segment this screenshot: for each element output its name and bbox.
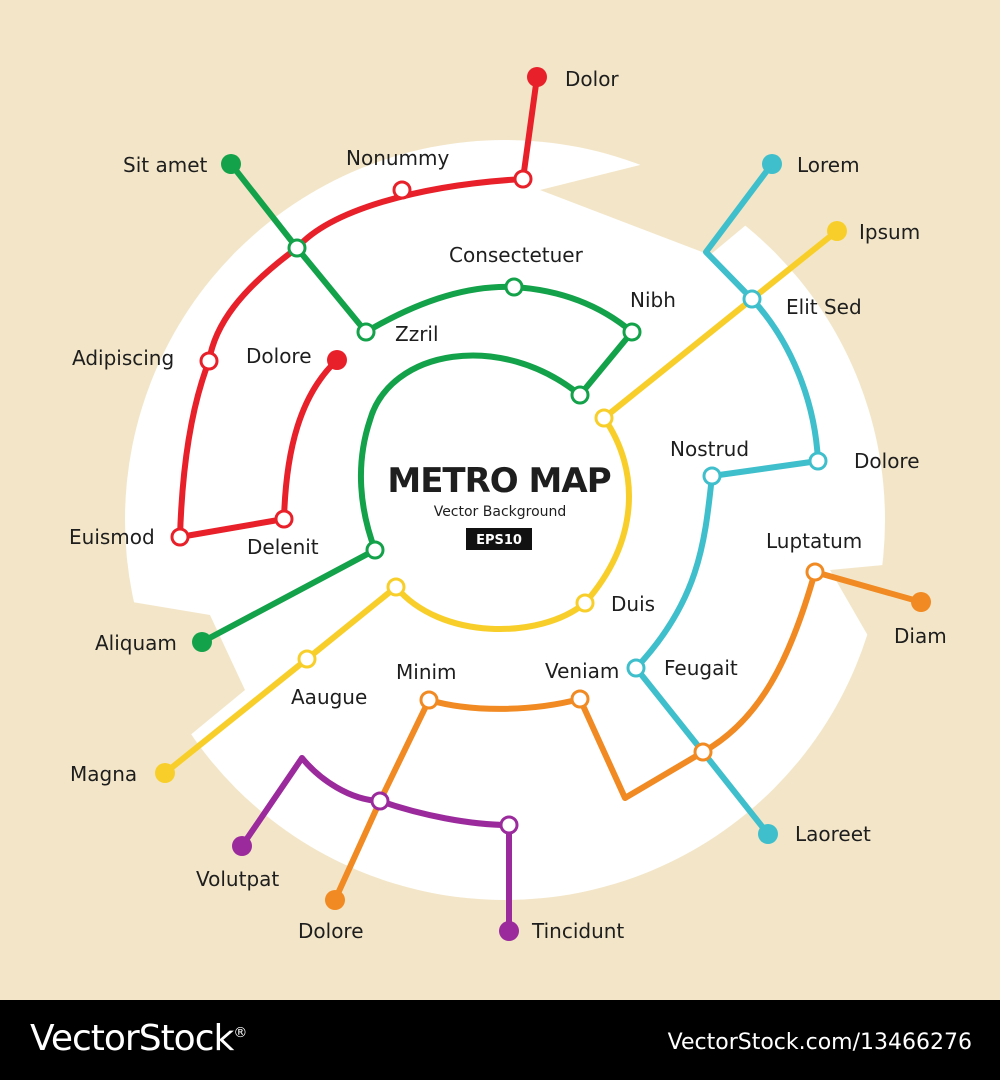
label-ipsum: Ipsum — [859, 220, 920, 244]
label-nonummy: Nonummy — [346, 146, 450, 170]
label-feugait: Feugait — [664, 656, 738, 680]
label-minim: Minim — [396, 660, 457, 684]
terminal-dolore-inner[interactable] — [327, 350, 347, 370]
station-consectetuer[interactable] — [504, 277, 524, 297]
station-dolore-right[interactable] — [808, 451, 828, 471]
label-diam: Diam — [894, 624, 947, 648]
disc-notch-right — [830, 555, 990, 830]
label-dolore-inner: Dolore — [246, 344, 312, 368]
station-dolor-junction[interactable] — [513, 169, 533, 189]
label-zzril: Zzril — [395, 322, 439, 346]
station-feugait[interactable] — [626, 658, 646, 678]
label-aaugue: Aaugue — [291, 685, 367, 709]
terminal-laoreet[interactable] — [758, 824, 778, 844]
label-nostrud: Nostrud — [670, 437, 749, 461]
terminal-sit-amet[interactable] — [221, 154, 241, 174]
footer-brand: VectorStock® — [30, 1018, 247, 1059]
label-aliquam: Aliquam — [95, 631, 177, 655]
station-minim[interactable] — [419, 690, 439, 710]
map-subtitle: Vector Background — [434, 504, 567, 520]
map-disc — [125, 140, 885, 900]
terminal-ipsum[interactable] — [827, 221, 847, 241]
terminal-dolore-bottom[interactable] — [325, 890, 345, 910]
station-euismod[interactable] — [170, 527, 190, 547]
metro-map: METRO MAP Vector Background EPS10 Dolor … — [69, 67, 990, 943]
station-elit-sed[interactable] — [742, 289, 762, 309]
terminal-diam[interactable] — [911, 592, 931, 612]
station-sit-amet-junction[interactable] — [287, 238, 307, 258]
label-laoreet: Laoreet — [795, 822, 871, 846]
label-luptatum: Luptatum — [766, 529, 862, 553]
station-adipiscing[interactable] — [199, 351, 219, 371]
red-line-inner — [177, 357, 340, 540]
terminal-aliquam[interactable] — [192, 632, 212, 652]
station-nibh-inner[interactable] — [570, 385, 590, 405]
label-veniam: Veniam — [545, 659, 619, 683]
label-adipiscing: Adipiscing — [72, 346, 174, 370]
disc-notch-top-right — [540, 135, 870, 255]
label-duis: Duis — [611, 592, 655, 616]
station-luptatum[interactable] — [805, 562, 825, 582]
station-nostrud[interactable] — [702, 466, 722, 486]
station-tincidunt-junction[interactable] — [499, 815, 519, 835]
footer-registered-mark: ® — [233, 1025, 247, 1041]
label-delenit: Delenit — [247, 535, 319, 559]
station-aaugue[interactable] — [297, 649, 317, 669]
station-yellow-top[interactable] — [594, 408, 614, 428]
station-yellow-left[interactable] — [386, 577, 406, 597]
terminal-tincidunt[interactable] — [499, 921, 519, 941]
label-dolore-right: Dolore — [854, 449, 920, 473]
station-veniam[interactable] — [570, 689, 590, 709]
label-consectetuer: Consectetuer — [449, 243, 584, 267]
metro-map-canvas: METRO MAP Vector Background EPS10 Dolor … — [69, 67, 990, 943]
footer-brand-name: VectorStock — [30, 1018, 234, 1059]
label-euismod: Euismod — [69, 525, 155, 549]
watermark-footer: VectorStock® VectorStock.com/13466276 — [0, 1000, 1000, 1080]
eps-badge — [466, 528, 532, 550]
label-volutpat: Volutpat — [196, 867, 279, 891]
station-zzril[interactable] — [356, 322, 376, 342]
label-dolor: Dolor — [565, 67, 619, 91]
station-green-aliquam[interactable] — [365, 540, 385, 560]
label-dolore-bottom: Dolore — [298, 919, 364, 943]
station-nibh[interactable] — [622, 322, 642, 342]
terminal-lorem[interactable] — [762, 154, 782, 174]
station-nonummy[interactable] — [392, 180, 412, 200]
label-magna: Magna — [70, 762, 137, 786]
label-lorem: Lorem — [797, 153, 860, 177]
label-elit-sed: Elit Sed — [786, 295, 862, 319]
terminal-dolor[interactable] — [527, 67, 547, 87]
station-duis[interactable] — [575, 593, 595, 613]
map-title: METRO MAP — [387, 461, 610, 501]
station-orange-cyan-junction[interactable] — [693, 742, 713, 762]
terminal-volutpat[interactable] — [232, 836, 252, 856]
station-purple-orange-junction[interactable] — [370, 791, 390, 811]
terminal-magna[interactable] — [155, 763, 175, 783]
label-sit-amet: Sit amet — [123, 153, 207, 177]
label-tincidunt: Tincidunt — [531, 919, 624, 943]
eps-badge-text: EPS10 — [476, 533, 522, 548]
orange-line — [332, 569, 924, 903]
disc-notch-left — [120, 600, 245, 760]
footer-url: VectorStock.com/13466276 — [667, 1030, 972, 1055]
station-delenit[interactable] — [274, 509, 294, 529]
label-nibh: Nibh — [630, 288, 676, 312]
